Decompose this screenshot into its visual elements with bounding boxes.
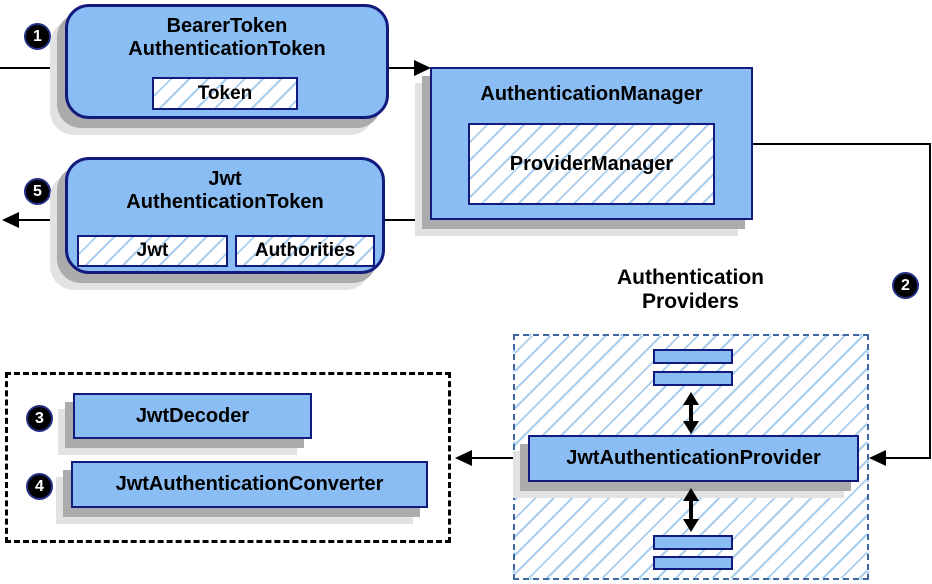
other-provider-slot-top-1 [653, 349, 733, 364]
jwt-components-group [5, 372, 451, 543]
jwt-decoder-node: JwtDecoder [73, 393, 312, 439]
arrowhead-up-icon [683, 392, 699, 405]
other-provider-slot-bottom-1 [653, 535, 733, 550]
jwt-field: Jwt [77, 235, 228, 267]
step-4-number: 4 [35, 477, 44, 495]
arrowhead-into-manager [414, 60, 431, 76]
jwt-authentication-provider-node: JwtAuthenticationProvider [528, 435, 859, 482]
authentication-providers-heading: Authentication Providers [588, 266, 793, 314]
step-1-badge: 1 [24, 23, 51, 50]
step-4-badge: 4 [26, 473, 53, 500]
other-provider-slot-bottom-2 [653, 556, 733, 570]
jwt-token-title-line2: AuthenticationToken [126, 191, 324, 213]
arrowhead-into-provider [869, 450, 886, 466]
arrowhead-up-icon [683, 488, 699, 501]
flow-line-provider-to-decoder [471, 457, 528, 459]
jwt-authentication-provider-title: JwtAuthenticationProvider [566, 447, 821, 469]
flow-line-bearer-to-manager [389, 67, 415, 69]
bearer-token-authentication-token-node: BearerToken AuthenticationToken Token [65, 4, 389, 119]
authentication-manager-node: AuthenticationManager ProviderManager [430, 67, 753, 220]
provider-manager-field: ProviderManager [468, 123, 715, 205]
authorities-field-label: Authorities [254, 240, 356, 261]
arrowhead-out-left [2, 212, 19, 228]
arrow-shaft [689, 401, 693, 425]
bearer-token-title-line1: BearerToken [166, 15, 288, 37]
authorities-field: Authorities [235, 235, 375, 267]
flow-line-step2-vertical [929, 143, 931, 459]
step-1-number: 1 [33, 27, 42, 45]
step-3-badge: 3 [26, 405, 53, 432]
step-3-number: 3 [35, 409, 44, 427]
flow-line-manager-to-jwt [385, 219, 433, 221]
jwt-field-label: Jwt [136, 240, 169, 261]
arrow-shaft [689, 497, 693, 523]
authentication-providers-group: JwtAuthenticationProvider [513, 334, 869, 580]
providers-heading-line2: Providers [642, 290, 739, 313]
other-provider-slot-top-2 [653, 371, 733, 386]
step-2-badge: 2 [892, 272, 919, 299]
double-arrow-top [683, 392, 699, 434]
jwt-authentication-converter-title: JwtAuthenticationConverter [115, 473, 384, 495]
bearer-token-title-line2: AuthenticationToken [128, 38, 326, 60]
step-2-number: 2 [901, 276, 910, 294]
authentication-manager-title: AuthenticationManager [480, 83, 703, 105]
step-5-badge: 5 [24, 178, 51, 205]
flow-line-step5-out [16, 219, 65, 221]
flow-line-step2-top [753, 143, 931, 145]
step-5-number: 5 [33, 182, 42, 200]
arrowhead-down-icon [683, 519, 699, 532]
arrowhead-into-decoder-group [455, 450, 472, 466]
flow-line-step2-bottom [886, 457, 931, 459]
double-arrow-bottom [683, 488, 699, 532]
jwt-token-title-line1: Jwt [208, 168, 242, 190]
token-field: Token [152, 77, 298, 110]
jwt-decoder-title: JwtDecoder [135, 404, 250, 427]
jwt-authentication-converter-node: JwtAuthenticationConverter [71, 461, 428, 508]
provider-manager-label: ProviderManager [509, 152, 674, 175]
providers-heading-line1: Authentication [617, 266, 764, 289]
arrowhead-down-icon [683, 421, 699, 434]
token-field-label: Token [197, 82, 253, 104]
flow-line-step1-in [0, 67, 65, 69]
jwt-authentication-token-node: Jwt AuthenticationToken Jwt Authorities [65, 157, 385, 274]
